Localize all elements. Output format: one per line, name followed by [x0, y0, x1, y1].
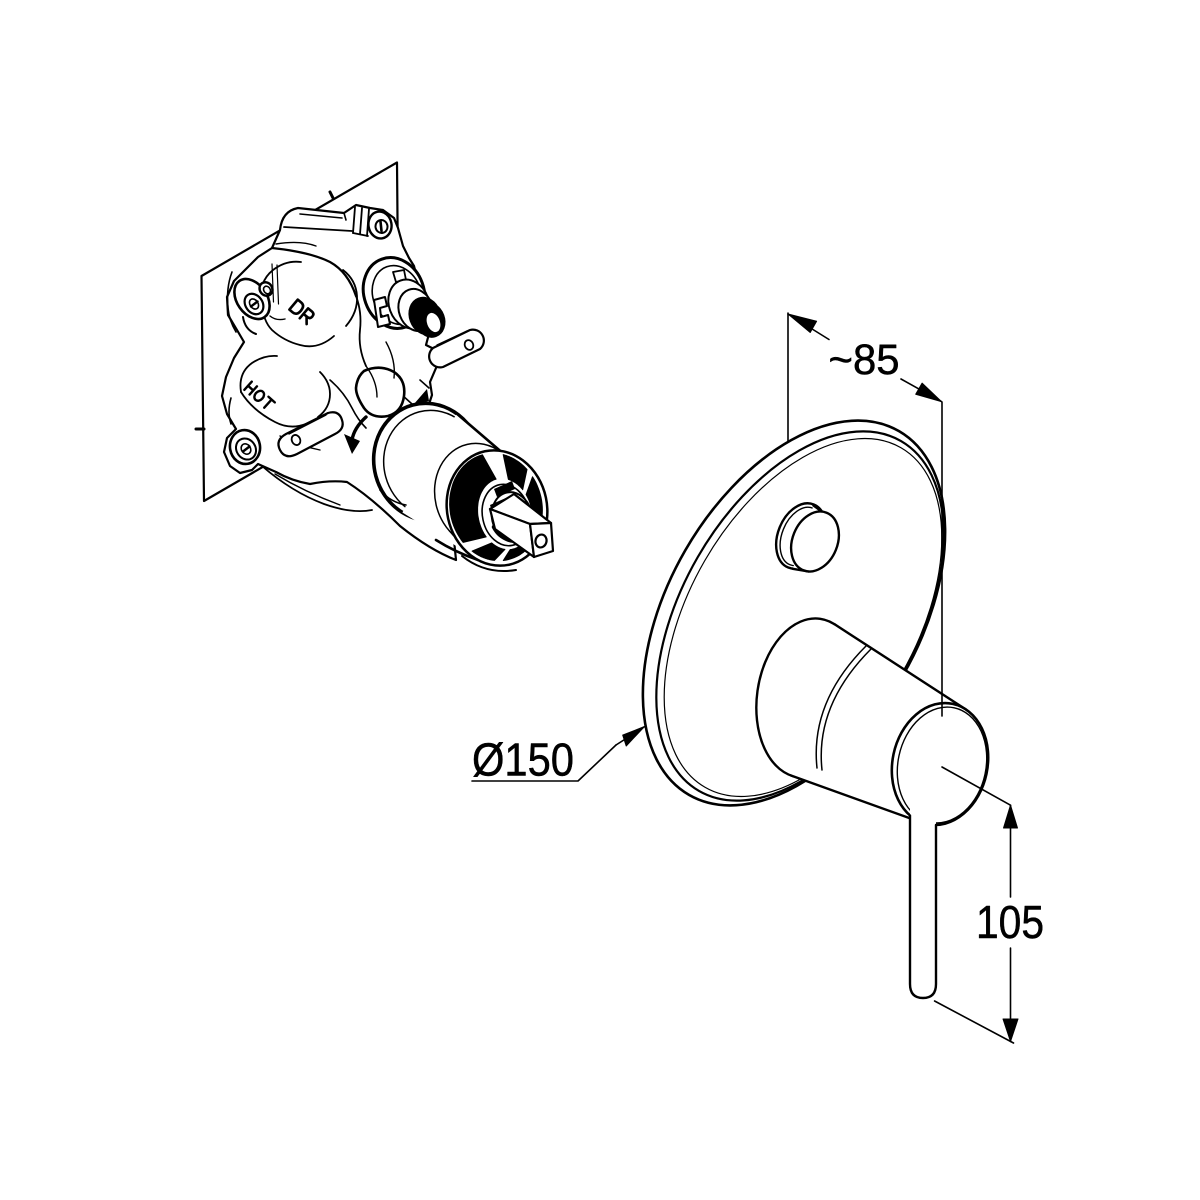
svg-text:Ø150: Ø150 — [472, 734, 574, 786]
svg-text:105: 105 — [976, 896, 1044, 948]
svg-text:~85: ~85 — [829, 336, 900, 384]
